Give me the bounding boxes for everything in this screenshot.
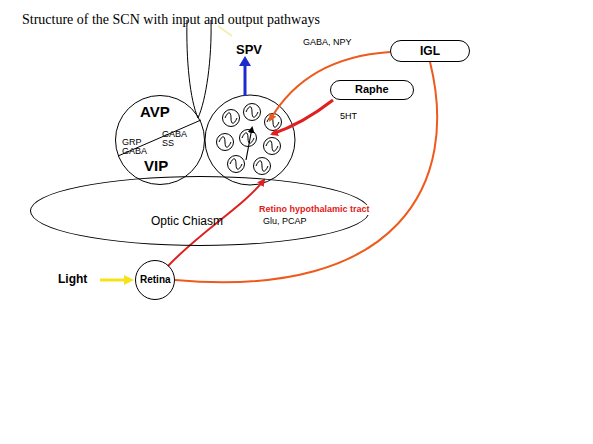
internal-arrow bbox=[246, 128, 252, 160]
oscillator-cells bbox=[217, 104, 282, 175]
diagram-title: Structure of the SCN with input and outp… bbox=[22, 12, 320, 27]
raphe-box: Raphe bbox=[330, 80, 414, 100]
node-text: Optic Chiasm bbox=[151, 215, 223, 228]
light-arrow bbox=[100, 279, 126, 282]
node-text: GABA SS bbox=[162, 130, 194, 149]
scn-left-circle: AVP GRP GABA GABA SS VIP bbox=[115, 95, 205, 185]
igl-box: IGL bbox=[390, 40, 470, 62]
transmitter-label: Glu, PCAP bbox=[262, 217, 308, 227]
node-text: Raphe bbox=[355, 84, 389, 96]
retina-circle: Retina bbox=[135, 260, 175, 300]
output-label: SPV bbox=[236, 43, 262, 57]
transmitter-label: 5HT bbox=[340, 112, 357, 122]
spv-arrow bbox=[244, 64, 247, 96]
third-ventricle bbox=[187, 20, 211, 118]
spv-arrowhead bbox=[239, 56, 251, 66]
input-label: Light bbox=[58, 273, 87, 286]
node-text: IGL bbox=[420, 45, 440, 58]
node-text: Retina bbox=[140, 275, 171, 286]
tract-label: Retino hypothalamic tract bbox=[258, 205, 371, 215]
node-text: VIP bbox=[144, 158, 168, 174]
transmitter-label: GABA, NPY bbox=[303, 38, 352, 48]
node-text: GRP GABA bbox=[122, 138, 152, 157]
raphe-input bbox=[272, 100, 333, 134]
light-arrowhead bbox=[124, 275, 134, 285]
faint-line bbox=[218, 26, 232, 36]
pathway-connector bbox=[175, 62, 437, 282]
scn-divider bbox=[118, 120, 201, 156]
scn-right bbox=[205, 95, 295, 185]
node-text: AVP bbox=[140, 104, 170, 120]
